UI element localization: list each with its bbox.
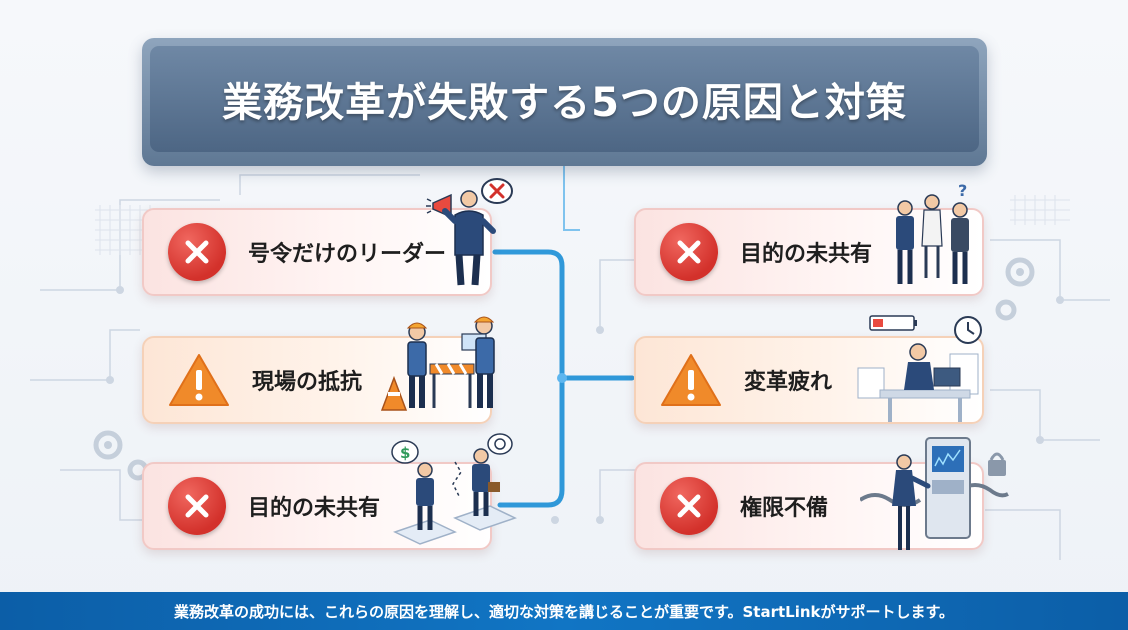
question-mark-icon: ? — [958, 181, 967, 200]
title-banner: 業務改革が失敗する5つの原因と対策 — [142, 38, 987, 166]
speech-bubble-cross-icon — [481, 178, 513, 204]
cross-icon — [168, 477, 226, 535]
site-workers-illustration — [380, 316, 495, 411]
footer-text: 業務改革の成功には、これらの原因を理解し、適切な対策を講じることが重要です。St… — [173, 602, 955, 621]
tired-worker-illustration — [857, 315, 982, 422]
title-panel: 業務改革が失敗する5つの原因と対策 — [150, 46, 979, 152]
card-label: 権限不備 — [740, 496, 829, 521]
briefcase-icon — [488, 482, 500, 492]
misaligned-people-illustration: $ — [391, 433, 517, 545]
cross-icon — [660, 477, 718, 535]
warning-icon — [661, 354, 721, 406]
confused-team-illustration: ? — [896, 181, 969, 284]
footer-banner: 業務改革の成功には、これらの原因を理解し、適切な対策を講じることが重要です。St… — [0, 592, 1128, 630]
locked-terminal-illustration — [860, 437, 1009, 550]
card-label: 号令だけのリーダー — [248, 242, 447, 267]
warning-icon — [169, 354, 229, 406]
svg-text:$: $ — [400, 444, 410, 462]
card-label: 目的の未共有 — [740, 242, 873, 267]
laptop-icon — [933, 367, 961, 387]
card-label: 目的の未共有 — [248, 496, 381, 521]
target-bubble-icon — [487, 433, 513, 455]
clock-icon — [954, 316, 982, 344]
card-label: 変革疲れ — [744, 370, 833, 395]
dollar-bubble-icon: $ — [391, 440, 419, 464]
padlock-icon — [988, 452, 1006, 476]
cause-card-leader: 号令だけのリーダー — [142, 208, 492, 296]
page-title: 業務改革が失敗する5つの原因と対策 — [222, 80, 907, 126]
cross-icon — [168, 223, 226, 281]
low-battery-icon — [869, 315, 917, 331]
card-label: 現場の抵抗 — [252, 370, 363, 395]
leader-megaphone-illustration — [426, 178, 513, 286]
cross-icon — [660, 223, 718, 281]
barrier-icon — [429, 363, 475, 408]
traffic-cone-icon — [380, 375, 408, 411]
